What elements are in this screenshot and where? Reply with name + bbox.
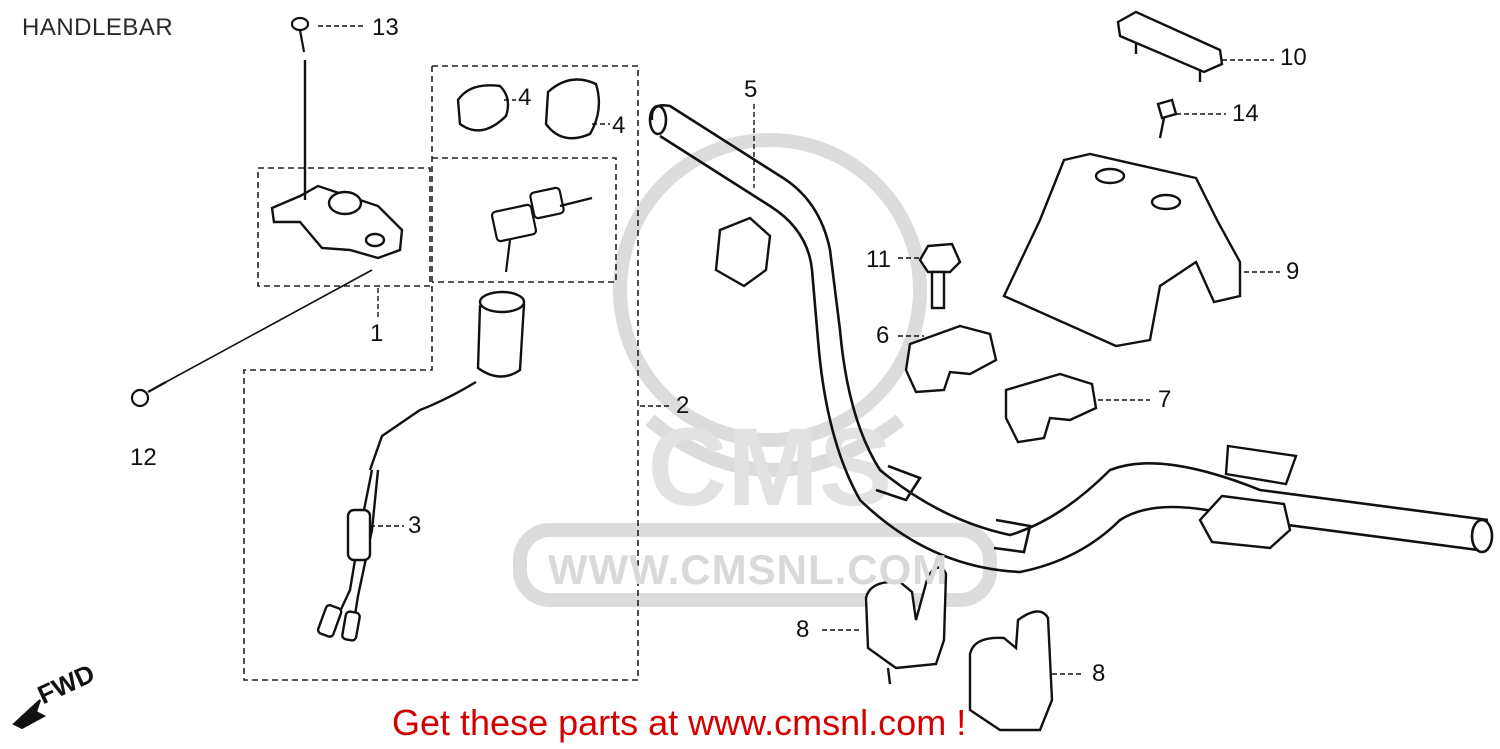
emblem-part: [1116, 10, 1224, 139]
screws-part: [130, 16, 373, 408]
callout-11: 11: [866, 246, 891, 273]
key-caps-part: [456, 78, 601, 140]
footer-promo-link[interactable]: Get these parts at www.cmsnl.com !: [392, 702, 967, 743]
upper-holders-part: [904, 324, 1098, 444]
callout-5: 5: [744, 76, 758, 103]
leader-lines: [318, 25, 1280, 675]
callout-3: 3: [408, 512, 422, 539]
lock-cylinder-part: [316, 290, 526, 642]
callout-14: 14: [1232, 100, 1259, 127]
handlebar-cover-part: [1002, 152, 1242, 348]
callout-9: 9: [1286, 258, 1300, 285]
page-title: HANDLEBAR: [22, 14, 174, 41]
callout-4a: 4: [518, 84, 532, 111]
callout-6: 6: [876, 322, 890, 349]
callout-12: 12: [130, 444, 157, 471]
callout-7: 7: [1158, 386, 1172, 413]
callout-2: 2: [676, 392, 690, 419]
callout-13: 13: [372, 14, 399, 41]
fwd-arrow-icon: [12, 699, 47, 730]
callout-8b: 8: [1092, 660, 1106, 687]
watermark-cms-logo-text: CMS: [648, 406, 892, 529]
bolt-part: [918, 242, 962, 310]
callout-10: 10: [1280, 44, 1307, 71]
clamp-on-bar-part: [714, 216, 1298, 550]
watermark-url: WWW.CMSNL.COM: [548, 546, 949, 593]
ignition-switch-part: [270, 60, 404, 260]
keys-part: [490, 186, 593, 273]
lower-holders-part: [864, 566, 1054, 732]
callout-1: 1: [370, 320, 384, 347]
callout-4b: 4: [612, 112, 626, 139]
callout-8a: 8: [796, 616, 810, 643]
handlebar-part: [648, 104, 1494, 574]
